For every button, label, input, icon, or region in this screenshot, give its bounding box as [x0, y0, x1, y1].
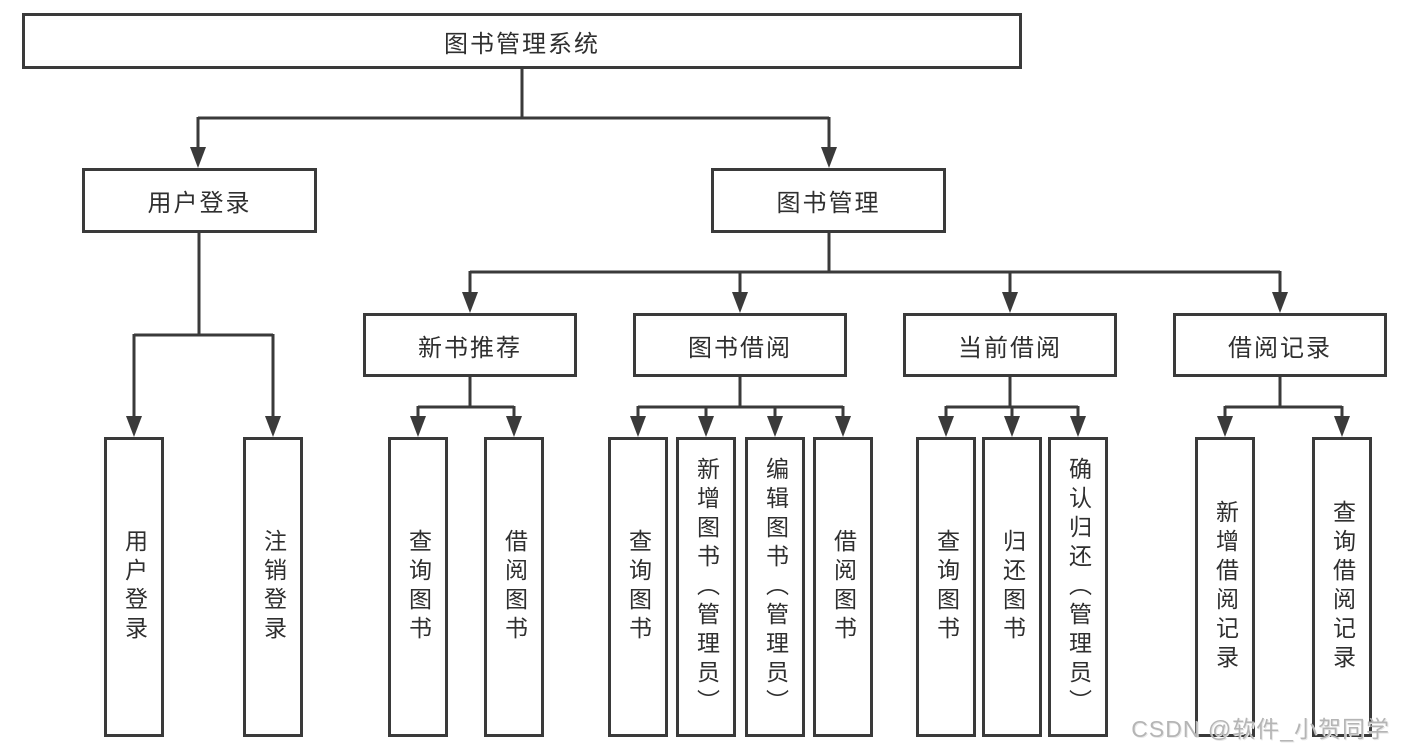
node-borrow-records: 借阅记录	[1173, 313, 1387, 377]
leaf-query-borrow-record: 查询借阅记录	[1312, 437, 1372, 737]
leaf-borrow-books-recommend-label: 借阅图书	[501, 529, 528, 645]
node-new-book-recommend-label: 新书推荐	[418, 334, 522, 362]
node-root: 图书管理系统	[22, 13, 1022, 69]
node-book-mgmt-label: 图书管理	[776, 190, 881, 217]
leaf-confirm-return-admin-label: 确认归还（管理员）	[1065, 456, 1092, 718]
leaf-borrow-books-recommend: 借阅图书	[484, 437, 544, 737]
leaf-query-books-borrow-label: 查询图书	[625, 529, 652, 645]
node-current-borrow-label: 当前借阅	[958, 334, 1062, 362]
leaf-logout-label: 注销登录	[260, 529, 287, 645]
leaf-add-borrow-record-label: 新增借阅记录	[1212, 500, 1239, 674]
leaf-user-login-label: 用户登录	[121, 529, 148, 645]
leaf-edit-book-admin-label: 编辑图书（管理员）	[762, 456, 789, 718]
node-borrow-records-label: 借阅记录	[1228, 334, 1332, 362]
node-book-mgmt: 图书管理	[711, 168, 946, 233]
node-book-borrow-label: 图书借阅	[688, 334, 792, 362]
leaf-query-books-borrow: 查询图书	[608, 437, 668, 737]
node-user-login: 用户登录	[82, 168, 317, 233]
node-user-login-label: 用户登录	[147, 190, 252, 217]
leaf-confirm-return-admin: 确认归还（管理员）	[1048, 437, 1108, 737]
leaf-query-books-current-label: 查询图书	[933, 529, 960, 645]
leaf-borrow-books-label: 借阅图书	[830, 529, 857, 645]
leaf-query-borrow-record-label: 查询借阅记录	[1329, 500, 1356, 674]
leaf-edit-book-admin: 编辑图书（管理员）	[745, 437, 805, 737]
leaf-return-book: 归还图书	[982, 437, 1042, 737]
node-book-borrow: 图书借阅	[633, 313, 847, 377]
leaf-add-borrow-record: 新增借阅记录	[1195, 437, 1255, 737]
leaf-borrow-books: 借阅图书	[813, 437, 873, 737]
node-current-borrow: 当前借阅	[903, 313, 1117, 377]
leaf-return-book-label: 归还图书	[999, 529, 1026, 645]
leaf-logout: 注销登录	[243, 437, 303, 737]
node-new-book-recommend: 新书推荐	[363, 313, 577, 377]
node-root-label: 图书管理系统	[444, 30, 600, 58]
leaf-query-books-current: 查询图书	[916, 437, 976, 737]
leaf-add-book-admin-label: 新增图书（管理员）	[693, 456, 720, 718]
leaf-add-book-admin: 新增图书（管理员）	[676, 437, 736, 737]
leaf-query-books-recommend: 查询图书	[388, 437, 448, 737]
leaf-query-books-recommend-label: 查询图书	[405, 529, 432, 645]
watermark: CSDN @软件_小贺同学	[1131, 716, 1390, 742]
leaf-user-login: 用户登录	[104, 437, 164, 737]
